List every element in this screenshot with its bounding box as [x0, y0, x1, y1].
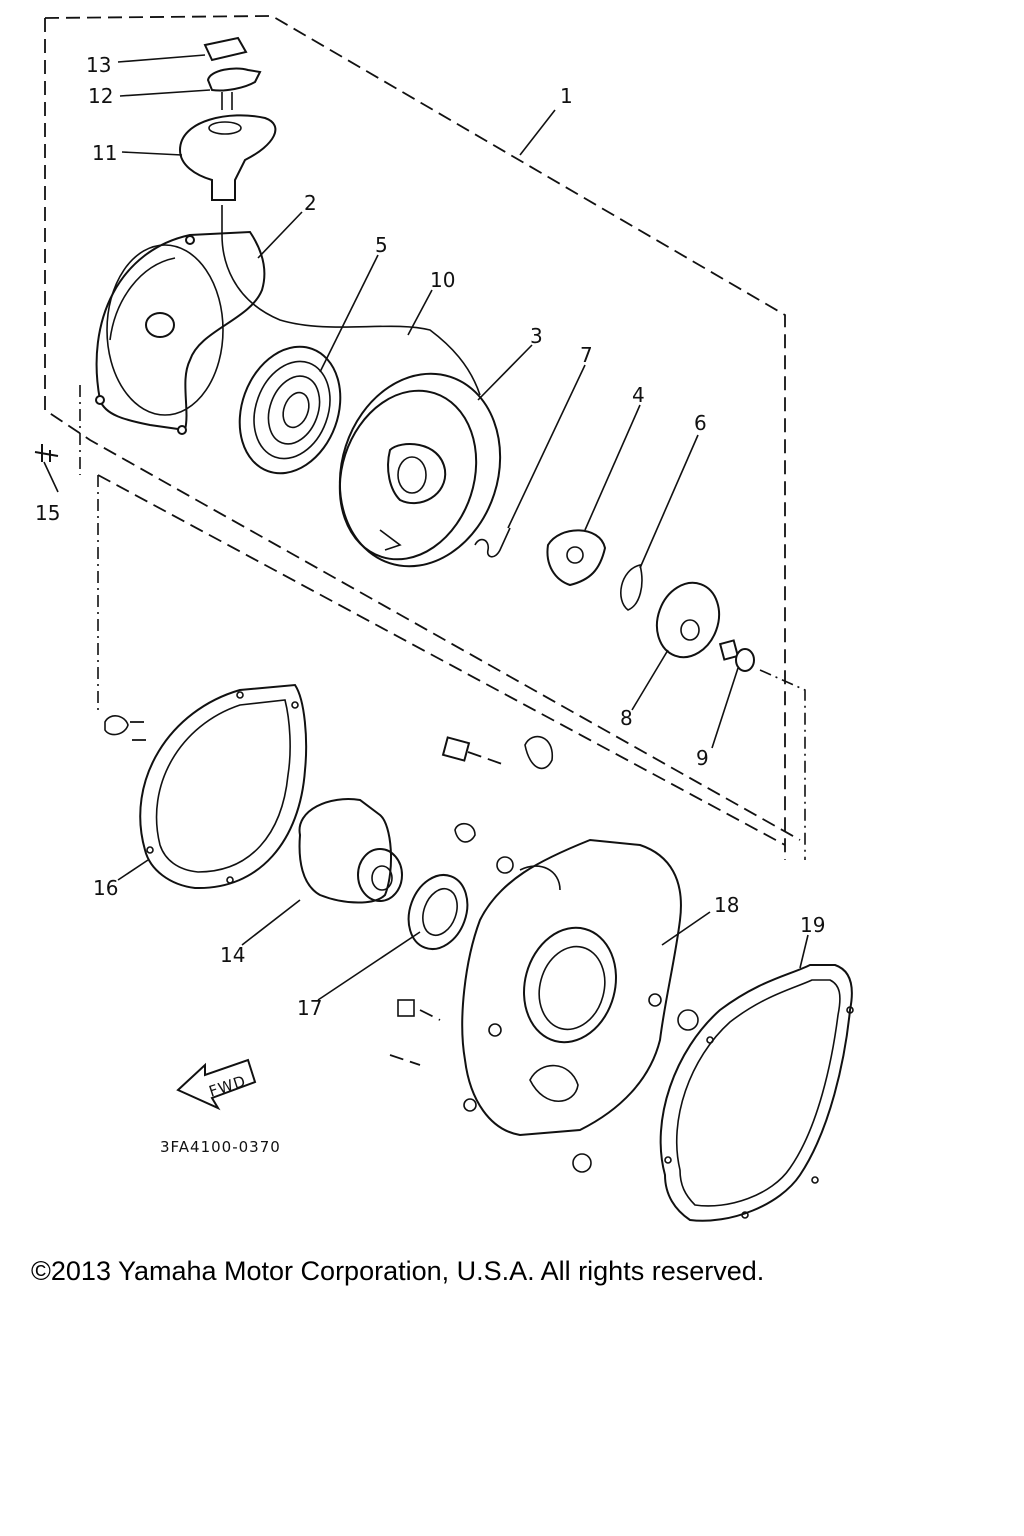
part-label-3: 3	[530, 324, 543, 348]
spiral-spring	[238, 345, 342, 475]
part-label-11: 11	[92, 141, 117, 165]
dowel-pins	[104, 715, 152, 741]
gasket-16	[139, 683, 308, 890]
part-labels: 1 2 3 4 5 6 7 8 9 10 11 12 13 14 15 16 1…	[35, 53, 825, 1020]
part-label-18: 18	[714, 893, 739, 917]
part-label-4: 4	[632, 383, 645, 407]
part-label-2: 2	[304, 191, 317, 215]
handle-clip	[206, 67, 262, 110]
center-bolt	[718, 639, 755, 672]
circlip	[620, 564, 643, 611]
friction-plate	[655, 581, 721, 659]
part-label-5: 5	[375, 233, 388, 257]
gasket-19	[659, 964, 854, 1222]
starter-handle	[178, 114, 277, 201]
crankcase-cover	[461, 838, 682, 1137]
fwd-direction-arrow: FWD	[176, 1058, 257, 1111]
starter-case	[95, 230, 266, 435]
starter-rope	[221, 205, 481, 396]
leader-lines	[43, 54, 809, 1001]
assembly-1-boundary	[44, 15, 806, 860]
part-label-7: 7	[580, 343, 593, 367]
oil-seal	[407, 874, 469, 950]
drive-pawl	[546, 529, 607, 587]
part-label-16: 16	[93, 876, 118, 900]
fwd-label: FWD	[207, 1072, 249, 1101]
drawing-code: 3FA4100-0370	[160, 1138, 281, 1156]
pawl-spring	[474, 527, 511, 558]
part-label-14: 14	[220, 943, 245, 967]
part-label-12: 12	[88, 84, 113, 108]
screw-15	[34, 444, 59, 462]
part-label-19: 19	[800, 913, 825, 937]
part-label-6: 6	[694, 411, 707, 435]
part-label-8: 8	[620, 706, 633, 730]
handle-cap	[203, 36, 248, 62]
sheave-drum	[338, 372, 502, 568]
part-label-9: 9	[696, 746, 709, 770]
part-label-13: 13	[86, 53, 111, 77]
drive-pulley	[298, 798, 403, 904]
small-hardware	[389, 735, 699, 1173]
part-label-15: 15	[35, 501, 60, 525]
part-label-17: 17	[297, 996, 322, 1020]
part-label-10: 10	[430, 268, 455, 292]
exploded-parts-diagram: 1 2 3 4 5 6 7 8 9 10 11 12 13 14 15 16 1…	[34, 15, 854, 1222]
part-label-1: 1	[560, 84, 573, 108]
copyright-notice: ©2013 Yamaha Motor Corporation, U.S.A. A…	[31, 1256, 765, 1286]
